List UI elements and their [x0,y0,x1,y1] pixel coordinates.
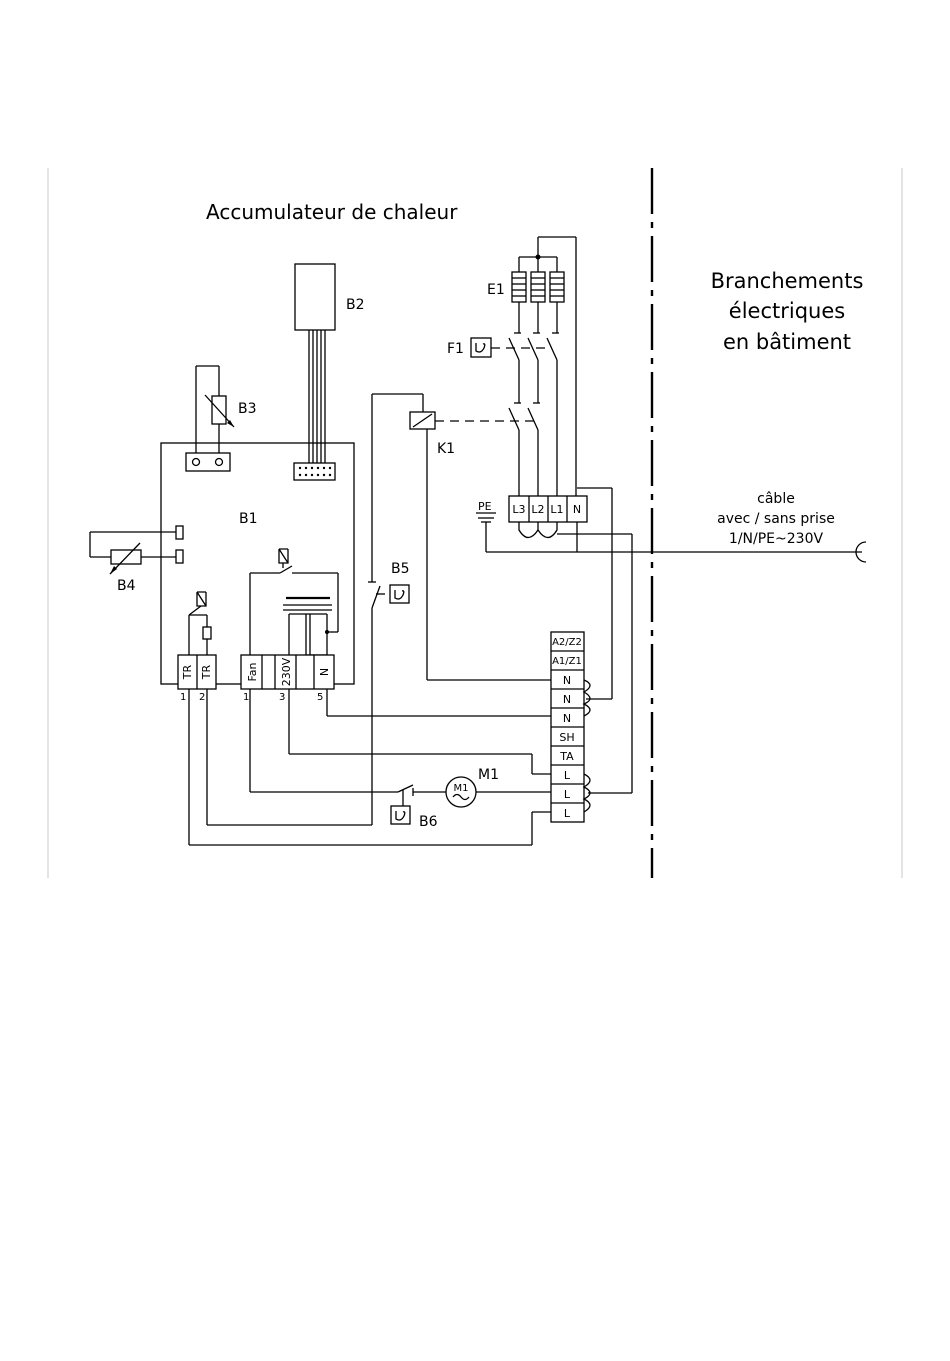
cable-label-line2: avec / sans prise [717,511,835,527]
pin-1a: 1 [180,692,186,703]
b3-sensor: B3 [196,366,257,453]
terminal-a2-z2: A2/Z2 [552,637,582,648]
terminal-l-1: L [564,769,571,782]
main-terminal-block: A2/Z2 A1/Z1 N N N SH TA L L L [551,632,632,822]
terminal-ta: TA [559,750,574,763]
pin-5: 5 [317,692,323,703]
cable-label-line1: câble [757,491,795,507]
b2-label: B2 [346,297,365,313]
building-title-line2: électriques [729,299,845,323]
building-title-line1: Branchements [711,269,864,293]
cable-label-line3: 1/N/PE~230V [729,531,824,547]
heater-terminal-l3: L3 [512,503,525,516]
terminal-a1-z1: A1/Z1 [552,656,582,667]
heater-terminal-l2: L2 [531,503,544,516]
terminal-n-2: N [563,693,571,706]
appliance-title: Accumulateur de chaleur [206,200,458,224]
board-terminal-fan: Fan [246,662,259,681]
pin-1b: 1 [243,692,249,703]
b6-fan-limiter: B6 [250,689,446,830]
pe-label: PE [478,500,492,513]
f1-thermal-cutout: F1 [447,338,552,357]
f1-label: F1 [447,341,464,357]
pe-earth: PE [476,500,496,552]
terminal-l-3: L [564,807,571,820]
terminal-sh: SH [559,731,574,744]
k1-label: K1 [437,441,455,457]
m1-fan-motor: M1 M1 [446,767,551,807]
b5-label: B5 [391,561,410,577]
board-terminal-n: N [318,668,331,676]
b4-label: B4 [117,578,136,594]
heater-terminal-n: N [573,503,581,516]
b5-limiter: B5 [368,394,410,825]
building-title-line3: en bâtiment [723,330,851,354]
e1-heating-elements: E1 [487,237,576,496]
b1-label: B1 [239,511,258,527]
m1-label: M1 [478,767,499,783]
heater-terminal-l1: L1 [550,503,563,516]
terminal-n-1: N [563,674,571,687]
board-terminal-tr-a: TR [181,664,194,680]
b4-sensor: B4 [90,532,176,594]
pin-3: 3 [279,692,285,703]
board-terminal-230v: 230V [280,657,293,686]
board-terminal-tr-b: TR [200,664,213,680]
pin-2: 2 [199,692,205,703]
m1-symbol: M1 [454,783,469,794]
k1-contactor: K1 [372,394,551,680]
terminal-l-2: L [564,788,571,801]
e1-label: E1 [487,282,505,298]
b2-sensor: B2 [295,264,365,463]
b1-control-board: B1 [161,443,354,703]
b3-label: B3 [238,401,257,417]
terminal-n-3: N [563,712,571,725]
b6-label: B6 [419,814,438,830]
